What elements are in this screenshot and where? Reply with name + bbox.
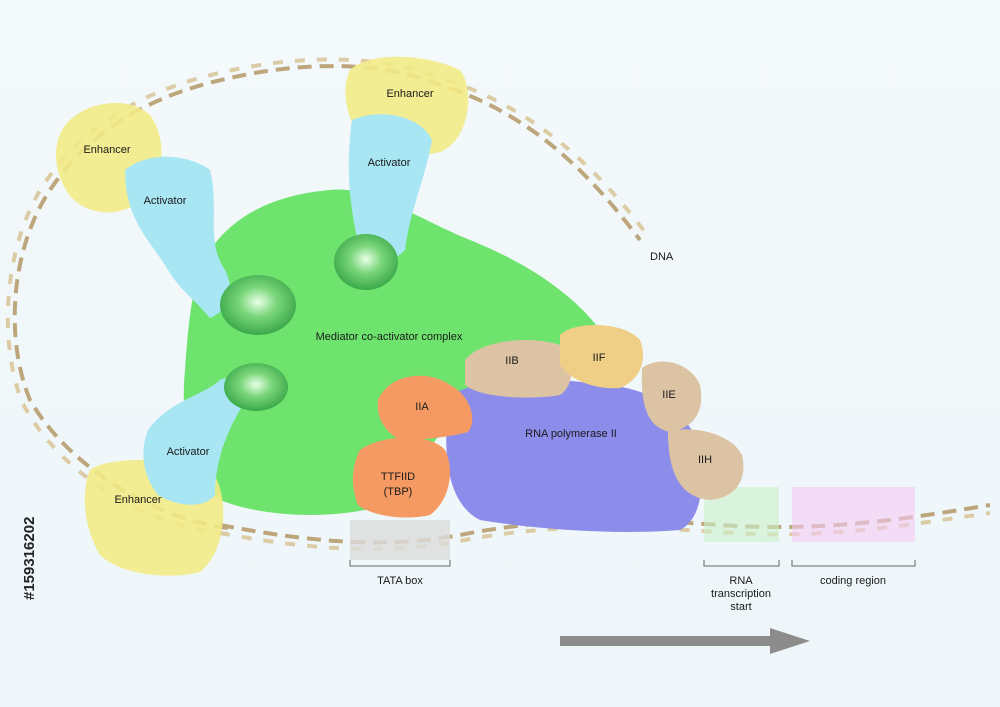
rna-start-bracket [703,560,780,567]
label-tata-box: TATA box [377,575,423,587]
label-rna-start-line3: start [730,601,751,613]
label-iif: IIF [593,352,606,364]
iib-shape [465,340,572,398]
label-dna: DNA [650,251,674,263]
coding-region-bracket [791,560,916,567]
iie-shape [641,361,702,432]
label-coding-region: coding region [820,575,886,587]
label-iie: IIE [662,389,675,401]
tata-box-highlight [350,520,450,560]
iif-shape [560,324,644,389]
transcription-direction-arrow [560,628,810,654]
label-enhancer-top: Enhancer [386,88,433,100]
label-iib: IIB [505,355,518,367]
label-iia: IIA [415,401,429,413]
label-iih: IIH [698,454,712,466]
binding-domain-top [334,234,398,290]
activator-top [348,114,432,259]
tata-box-bracket [349,560,451,567]
label-mediator: Mediator co-activator complex [316,331,463,343]
ttfiid-shape [352,437,450,518]
label-rna-polymerase: RNA polymerase II [525,428,617,440]
label-rna-start-line2: transcription [711,588,771,600]
activator-left [125,156,230,318]
iih-shape [668,429,744,500]
mediator-complex [183,189,601,515]
label-ttfiid-line2: (TBP) [384,486,413,498]
label-activator-top: Activator [368,157,411,169]
coding-region-highlight [792,487,915,542]
iia-shape [377,375,473,440]
label-activator-left: Activator [144,195,187,207]
label-rna-start-line1: RNA [729,575,753,587]
binding-domain-left [220,275,296,335]
label-ttfiid-line1: TTFIID [381,471,415,483]
watermark-id: #159316202 [21,517,38,600]
rna-polymerase-shape [446,378,702,532]
label-enhancer-bottom: Enhancer [114,494,161,506]
binding-domain-bottom [224,363,288,411]
label-activator-bottom: Activator [167,446,210,458]
label-enhancer-left-top: Enhancer [83,144,130,156]
activator-bottom [143,378,244,505]
